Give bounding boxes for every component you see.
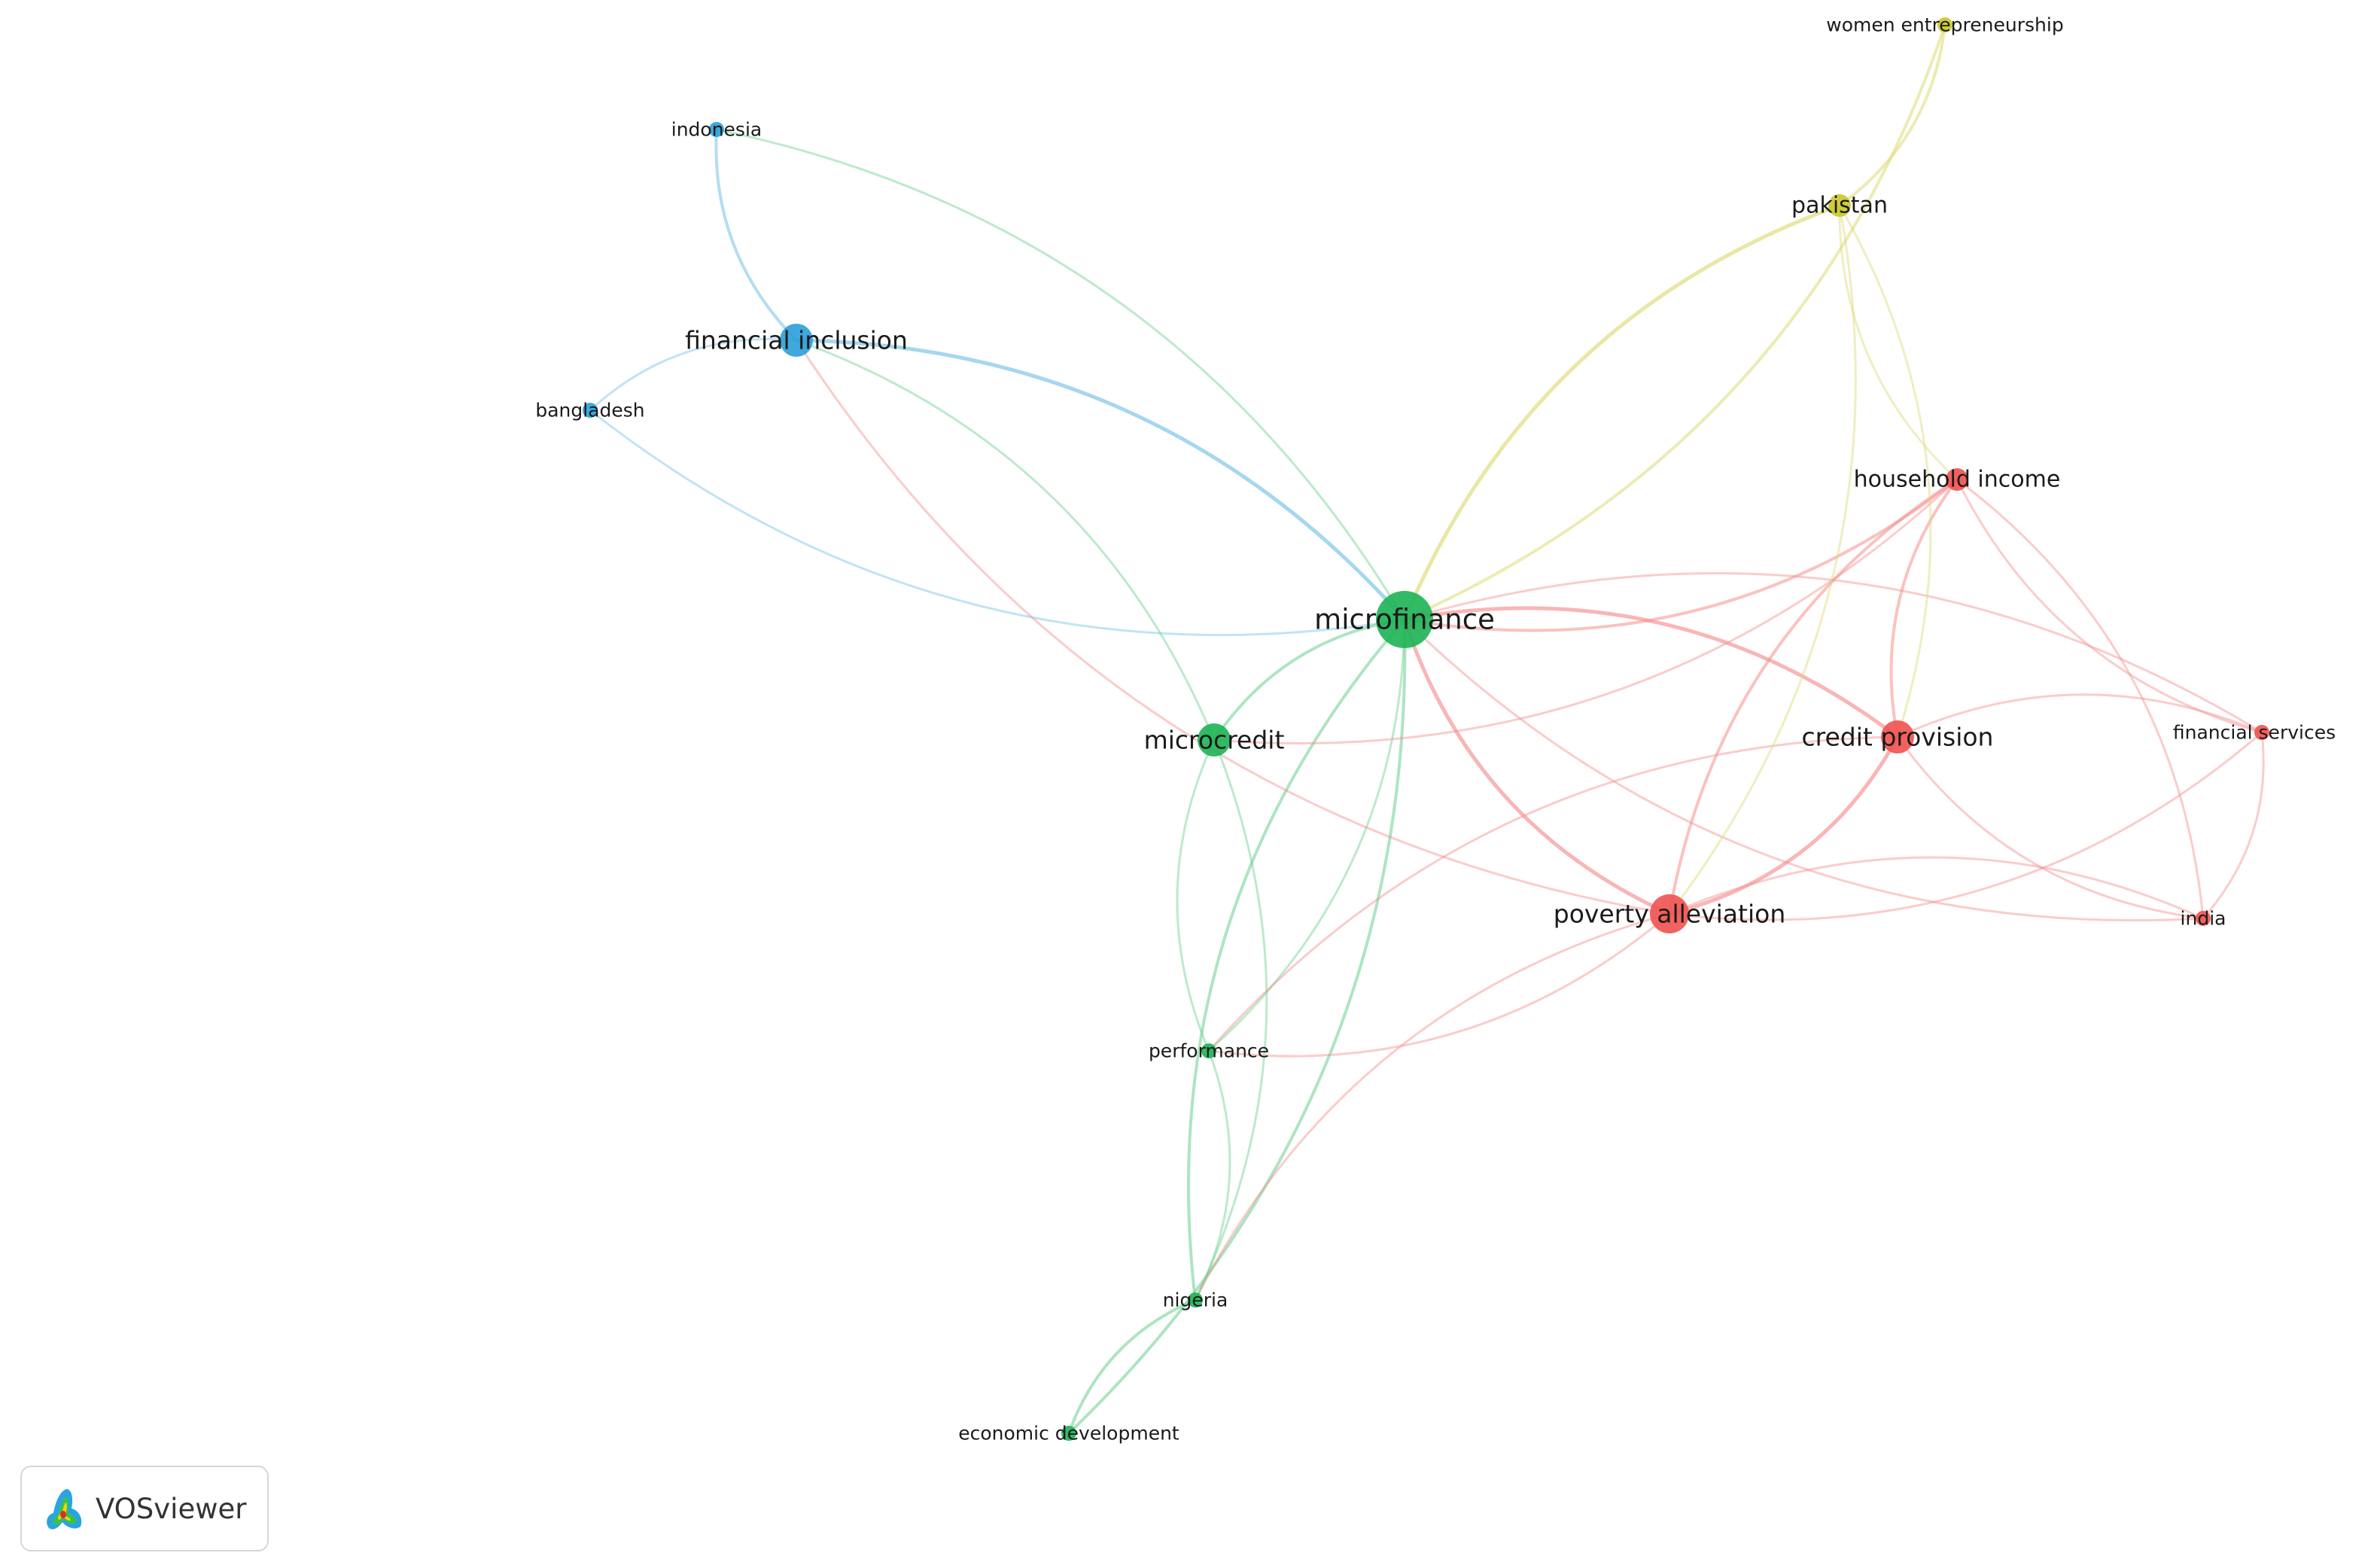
link-microfinance-household-income — [1404, 478, 1959, 632]
link-microfinance-financial-inclusion — [796, 338, 1406, 621]
link-microfinance-india — [1403, 618, 2204, 922]
node-performance[interactable] — [1201, 1043, 1216, 1058]
link-poverty-alleviation-india — [1669, 856, 2204, 920]
link-poverty-alleviation-pakistan — [1668, 205, 1857, 915]
node-microfinance[interactable] — [1376, 591, 1433, 648]
labels-layer: microfinance microcredit performance nigeri… — [535, 14, 2336, 1445]
node-label-household-income[interactable]: household income — [1854, 467, 2061, 493]
node-label-microfinance[interactable]: microfinance — [1314, 604, 1495, 636]
vosviewer-heatmap-logo-icon — [47, 1489, 82, 1530]
link-poverty-alleviation-household-income — [1668, 478, 1959, 915]
link-credit-provision-household-income — [1889, 478, 1959, 738]
link-microfinance-women-entrepreneurship — [1404, 24, 1946, 621]
node-label-microcredit[interactable]: microcredit — [1144, 726, 1285, 755]
link-financial-inclusion-bangladesh — [589, 337, 797, 412]
node-pakistan[interactable] — [1828, 194, 1851, 217]
node-label-nigeria[interactable]: nigeria — [1163, 1289, 1228, 1311]
link-microcredit-performance — [1176, 739, 1216, 1052]
link-financial-inclusion-microcredit — [796, 339, 1216, 741]
node-label-financial-inclusion[interactable]: financial inclusion — [685, 326, 908, 355]
link-poverty-alleviation-credit-provision — [1669, 735, 1900, 916]
link-household-income-financial-services — [1956, 479, 2263, 734]
link-household-income-india — [1956, 478, 2205, 919]
node-label-credit-provision[interactable]: credit provision — [1802, 723, 1994, 752]
link-microfinance-performance — [1207, 619, 1406, 1052]
node-label-pakistan[interactable]: pakistan — [1791, 193, 1888, 219]
link-credit-provision-financial-services — [1897, 693, 2263, 738]
node-indonesia[interactable] — [709, 122, 724, 137]
link-household-income-pakistan — [1838, 205, 1959, 481]
brand-name: VOSviewer — [96, 1492, 247, 1525]
link-microcredit-nigeria — [1194, 739, 1268, 1301]
link-pakistan-women-entrepreneurship — [1838, 24, 1946, 207]
link-microfinance-pakistan — [1402, 203, 1840, 620]
node-poverty-alleviation[interactable] — [1650, 894, 1689, 933]
node-label-bangladesh[interactable]: bangladesh — [535, 400, 644, 422]
link-credit-provision-pakistan — [1838, 205, 1932, 738]
node-credit-provision[interactable] — [1881, 720, 1914, 754]
link-performance-nigeria — [1194, 1050, 1231, 1301]
node-economic-development[interactable] — [1061, 1426, 1076, 1441]
node-label-performance[interactable]: performance — [1149, 1040, 1269, 1062]
link-microfinance-credit-provision — [1404, 606, 1899, 738]
link-indonesia-microfinance — [716, 128, 1406, 620]
link-performance-credit-provision — [1207, 735, 1898, 1052]
link-nigeria-poverty-alleviation — [1194, 912, 1670, 1301]
link-microfinance-economic-development — [1067, 619, 1407, 1435]
link-credit-provision-india — [1896, 736, 2204, 920]
node-financial-inclusion[interactable] — [780, 324, 813, 357]
link-financial-inclusion-poverty-alleviation — [795, 339, 1670, 915]
link-financial-services-india — [2202, 732, 2265, 919]
node-nigeria[interactable] — [1188, 1292, 1203, 1308]
link-nigeria-economic-development — [1067, 1299, 1196, 1434]
link-microfinance-microcredit — [1213, 618, 1405, 741]
node-label-indonesia[interactable]: indonesia — [671, 119, 762, 141]
node-label-poverty-alleviation[interactable]: poverty alleviation — [1554, 900, 1786, 929]
node-bangladesh[interactable] — [583, 403, 598, 418]
node-household-income[interactable] — [1946, 468, 1968, 491]
link-microfinance-poverty-alleviation — [1402, 619, 1671, 916]
link-poverty-alleviation-financial-services — [1669, 731, 2263, 921]
vosviewer-badge[interactable]: VOSviewer — [20, 1466, 269, 1551]
node-label-women-entrepreneurship[interactable]: women entrepreneurship — [1826, 14, 2063, 36]
node-financial-services[interactable] — [2254, 725, 2269, 740]
link-microfinance-financial-services — [1404, 572, 2263, 734]
link-microcredit-household-income — [1213, 478, 1959, 744]
link-performance-poverty-alleviation — [1208, 912, 1670, 1058]
nodes-layer — [583, 17, 2269, 1441]
node-label-economic-development[interactable]: economic development — [958, 1423, 1179, 1445]
node-women-entrepreneurship[interactable] — [1937, 17, 1952, 32]
link-financial-inclusion-indonesia — [714, 129, 798, 342]
links-layer — [589, 24, 2265, 1435]
node-label-financial-services[interactable]: financial services — [2173, 722, 2336, 744]
node-india[interactable] — [2196, 911, 2211, 926]
link-microfinance-bangladesh — [589, 409, 1405, 637]
node-microcredit[interactable] — [1198, 723, 1231, 757]
node-label-india[interactable]: india — [2181, 908, 2226, 930]
link-microfinance-nigeria — [1186, 618, 1406, 1301]
